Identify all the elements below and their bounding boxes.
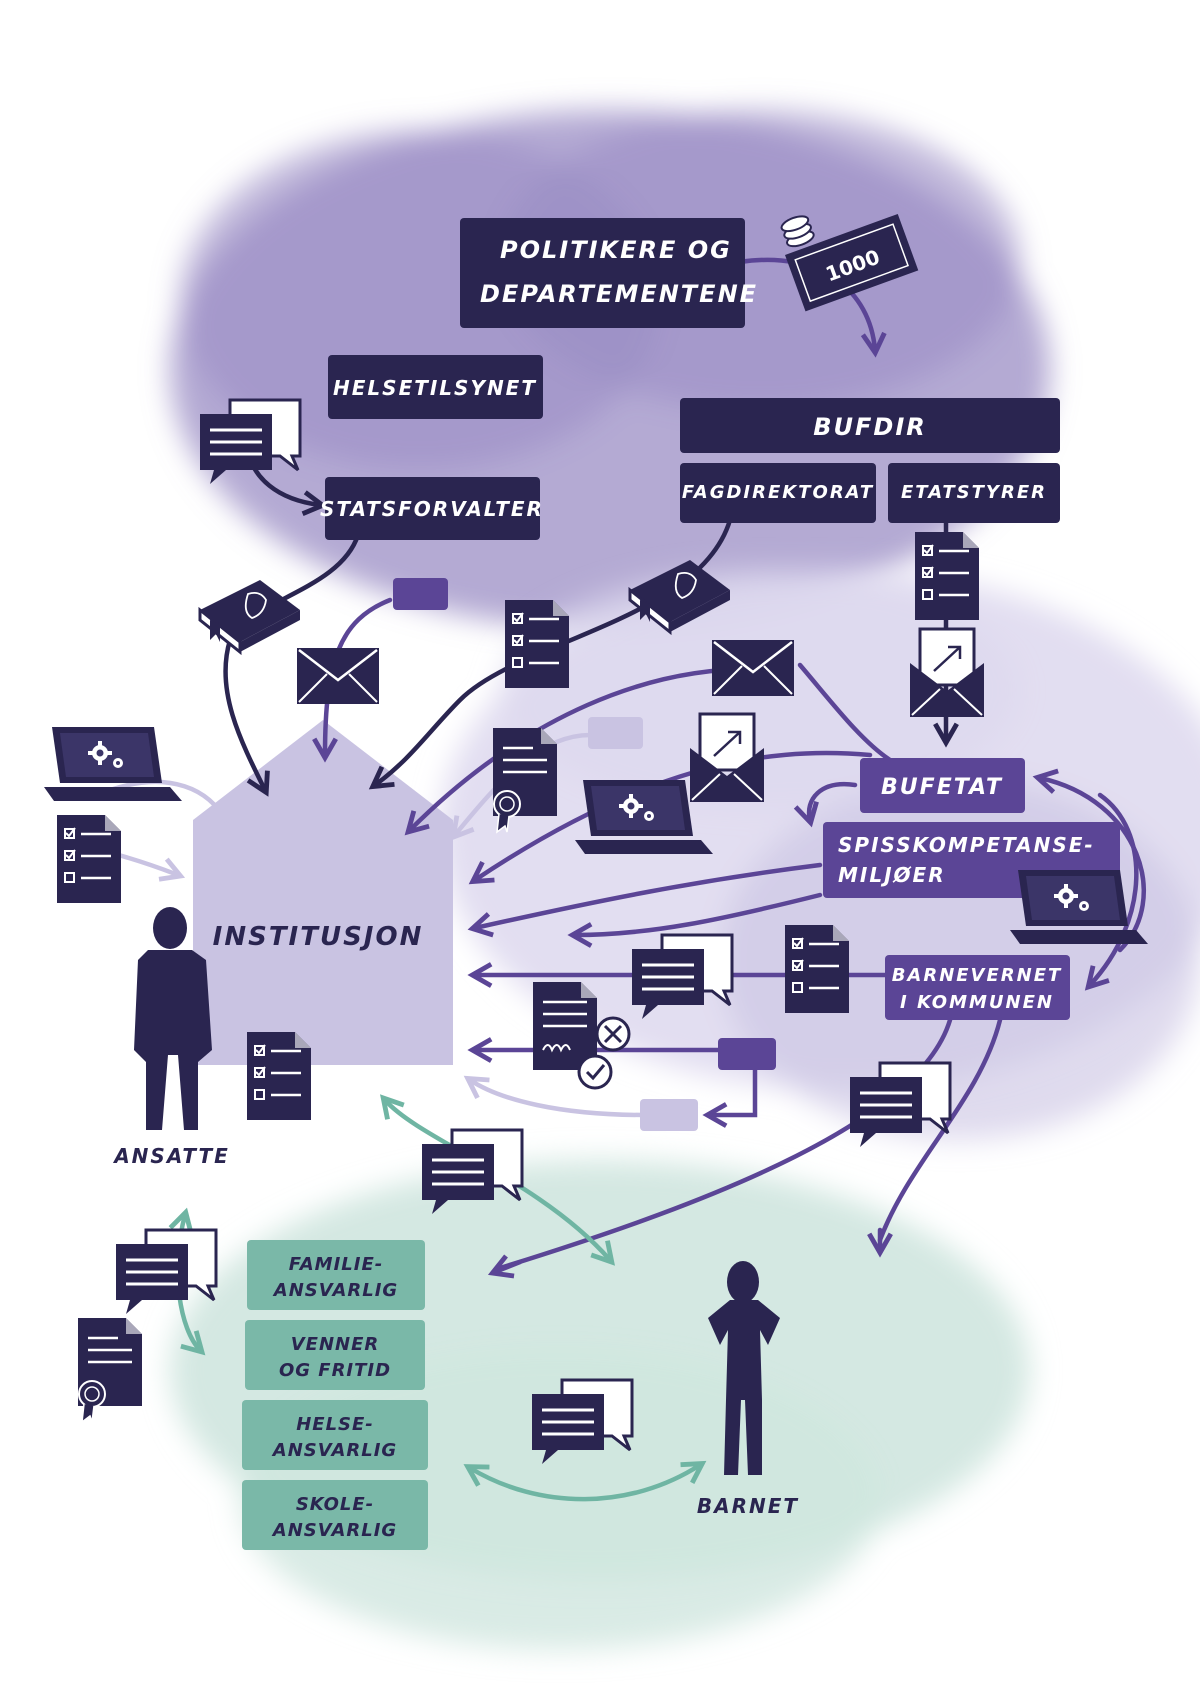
svg-text:I KOMMUNEN: I KOMMUNEN bbox=[900, 992, 1054, 1013]
checklist-icon-etatstyrer bbox=[913, 530, 981, 622]
mail-icon-right bbox=[710, 638, 796, 698]
network-health: HELSE- ANSVARLIG bbox=[242, 1400, 428, 1470]
certificate-icon-ansatte bbox=[76, 1316, 144, 1424]
svg-text:POLITIKERE OG: POLITIKERE OG bbox=[500, 236, 732, 264]
network-family: FAMILIE- ANSVARLIG bbox=[247, 1240, 425, 1310]
svg-text:FAMILIE-: FAMILIE- bbox=[289, 1254, 383, 1275]
svg-text:BUFDIR: BUFDIR bbox=[813, 413, 927, 441]
svg-text:SKOLE-: SKOLE- bbox=[296, 1494, 374, 1515]
arrow-spiss-institusjon-1 bbox=[467, 862, 823, 938]
arrow-bufetat-spiss bbox=[793, 781, 858, 828]
arrow-bufetat-barnevernet bbox=[1084, 792, 1139, 991]
contract-icon bbox=[533, 982, 631, 1090]
box-bufetat: BUFETAT bbox=[860, 758, 1025, 813]
svg-text:BUFETAT: BUFETAT bbox=[881, 775, 1003, 800]
arrow-barnevernet-bufetat bbox=[1032, 768, 1146, 953]
svg-text:OG FRITID: OG FRITID bbox=[279, 1360, 391, 1381]
institution-house: INSTITUSJON bbox=[193, 720, 453, 1065]
book-icon-statsforvalter bbox=[198, 578, 302, 654]
svg-text:BARNEVERNET: BARNEVERNET bbox=[892, 965, 1063, 986]
mail-icon-left bbox=[295, 646, 381, 706]
svg-text:ANSVARLIG: ANSVARLIG bbox=[271, 1440, 397, 1461]
box-helsetilsynet: HELSETILSYNET bbox=[328, 355, 543, 419]
barnet-figure: BARNET bbox=[697, 1261, 799, 1518]
checklist-icon-top bbox=[503, 598, 571, 690]
svg-text:STATSFORVALTER: STATSFORVALTER bbox=[320, 497, 544, 521]
box-statsforvalter: STATSFORVALTER bbox=[320, 477, 544, 540]
svg-text:DEPARTEMENTENE: DEPARTEMENTENE bbox=[480, 280, 758, 308]
arrow-light-laptop bbox=[107, 779, 228, 823]
box-fagdirektorat: FAGDIREKTORAT bbox=[680, 463, 876, 523]
box-barnevernet: BARNEVERNET I KOMMUNEN bbox=[885, 955, 1070, 1020]
institution-label: INSTITUSJON bbox=[213, 922, 424, 952]
checklist-icon-institusjon bbox=[245, 1030, 313, 1122]
arrow-spiss-institusjon-2 bbox=[567, 892, 823, 948]
arrow-network-barnet bbox=[463, 1460, 707, 1502]
ansatte-figure: ANSATTE bbox=[112, 907, 230, 1168]
mail-open-icon-etatstyrer bbox=[908, 627, 986, 719]
mail-open-icon-middle bbox=[688, 712, 766, 804]
box-etatstyrer: ETATSTYRER bbox=[888, 463, 1060, 523]
svg-text:VENNER: VENNER bbox=[291, 1334, 380, 1355]
svg-text:ETATSTYRER: ETATSTYRER bbox=[901, 482, 1047, 503]
box-politikere: POLITIKERE OG DEPARTEMENTENE bbox=[460, 218, 758, 328]
svg-text:MILJØER: MILJØER bbox=[838, 863, 946, 887]
checklist-icon-left bbox=[55, 813, 123, 905]
network-school: SKOLE- ANSVARLIG bbox=[242, 1480, 428, 1550]
svg-text:ANSVARLIG: ANSVARLIG bbox=[272, 1280, 398, 1301]
svg-text:ANSVARLIG: ANSVARLIG bbox=[271, 1520, 397, 1541]
svg-text:HELSETILSYNET: HELSETILSYNET bbox=[333, 376, 537, 400]
arrow-chip-down bbox=[702, 1057, 758, 1128]
ansatte-label: ANSATTE bbox=[112, 1144, 230, 1168]
chip-purple-top bbox=[393, 578, 448, 610]
barnet-label: BARNET bbox=[697, 1494, 799, 1518]
arrow-light-2 bbox=[463, 1075, 648, 1118]
laptop-icon-left bbox=[44, 727, 182, 801]
chip-light-bottom bbox=[640, 1099, 698, 1131]
chip-light-top bbox=[588, 717, 643, 749]
box-bufdir: BUFDIR bbox=[680, 398, 1060, 453]
svg-text:FAGDIREKTORAT: FAGDIREKTORAT bbox=[682, 482, 874, 503]
svg-text:SPISSKOMPETANSE-: SPISSKOMPETANSE- bbox=[838, 833, 1095, 857]
chip-purple-bottom bbox=[718, 1038, 776, 1070]
checklist-icon-barnevernet bbox=[783, 923, 851, 1015]
svg-text:HELSE-: HELSE- bbox=[296, 1414, 374, 1435]
money-icon: 1000 bbox=[780, 213, 919, 312]
network-friends: VENNER OG FRITID bbox=[245, 1320, 425, 1390]
